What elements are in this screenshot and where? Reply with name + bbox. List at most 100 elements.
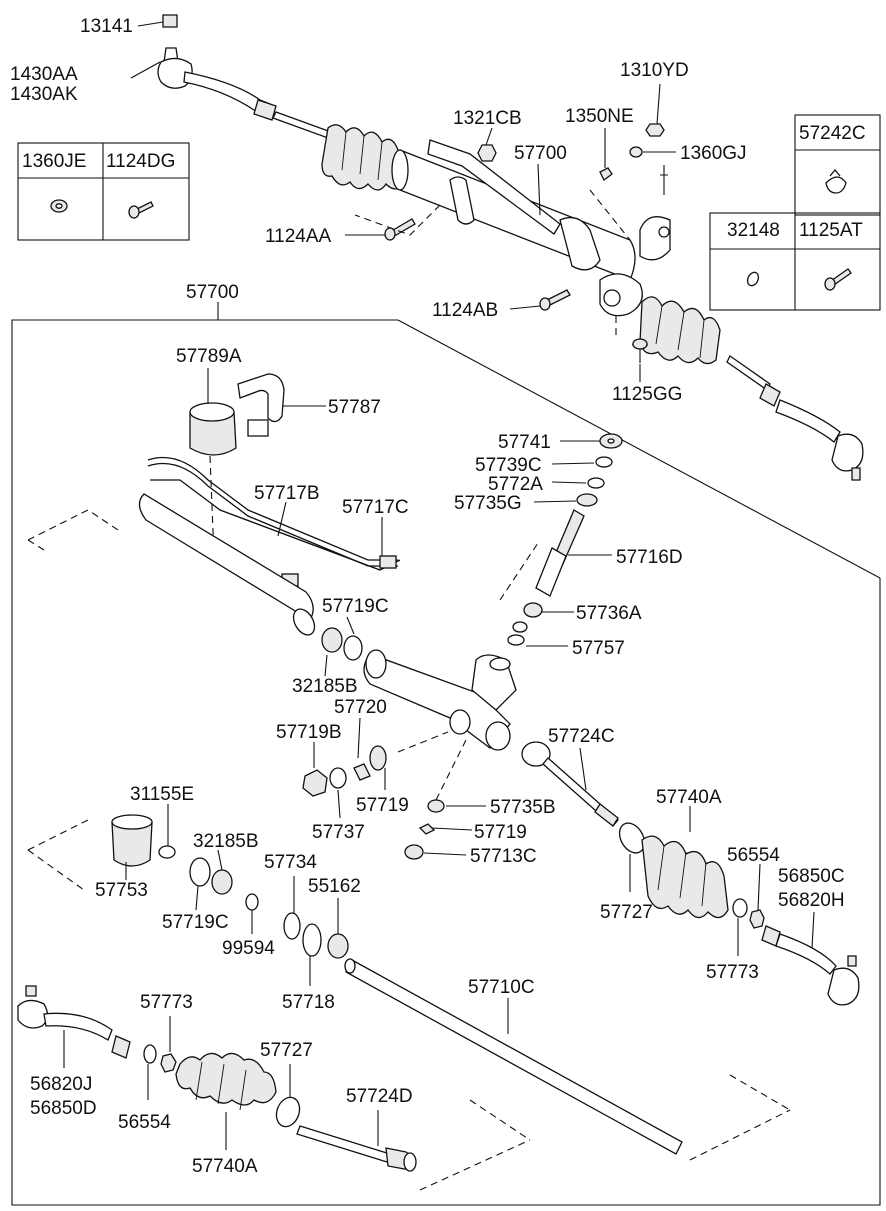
nut — [418, 823, 436, 835]
legend-32148: 32148 — [727, 220, 780, 241]
label-56554-b: 56554 — [118, 1112, 171, 1133]
label-57724C: 57724C — [548, 726, 615, 747]
clamp-icon — [825, 168, 847, 194]
inner-tie-rod-right — [521, 741, 619, 827]
bolt-icon — [632, 338, 648, 363]
upper-assembly — [130, 14, 864, 481]
label-57753: 57753 — [95, 880, 148, 901]
legend-57242C: 57242C — [799, 123, 866, 144]
label-57719C-a: 57719C — [322, 596, 389, 617]
bolt-icon — [384, 218, 416, 241]
legend-table-left: 1360JE 1124DG — [17, 142, 190, 241]
label-57789A: 57789A — [176, 346, 242, 367]
boot-right-lower — [641, 835, 729, 919]
label-1125GG: 1125GG — [612, 384, 682, 405]
o-ring-icon — [746, 271, 760, 287]
label-57716D: 57716D — [616, 547, 683, 568]
label-57713C: 57713C — [470, 846, 537, 867]
label-57773-a: 57773 — [706, 962, 759, 983]
label-57718: 57718 — [282, 992, 335, 1013]
seal — [576, 493, 598, 507]
plug — [427, 799, 445, 813]
bracket — [237, 373, 285, 437]
label-57700-main: 57700 — [186, 282, 239, 303]
lower-exploded-parts — [17, 368, 860, 1191]
label-57757: 57757 — [572, 638, 625, 659]
label-57727-b: 57727 — [260, 1040, 313, 1061]
label-57740A-a: 57740A — [656, 787, 722, 808]
o-ring — [189, 857, 211, 887]
legend-1124DG: 1124DG — [106, 151, 175, 172]
bolt-icon — [824, 268, 852, 291]
label-32185B-b: 32185B — [193, 831, 259, 852]
label-5772A: 5772A — [488, 474, 543, 495]
label-56850D: 56850D — [30, 1098, 97, 1119]
tie-rod-end-left-upper — [130, 14, 332, 139]
label-57710C: 57710C — [468, 977, 535, 998]
cap — [158, 845, 176, 859]
label-57719-b: 57719 — [474, 822, 527, 843]
label-99594: 99594 — [222, 938, 275, 959]
legend-table-right-top: 57242C — [794, 114, 881, 216]
washer-icon — [629, 146, 643, 158]
seal-ring — [321, 627, 343, 653]
label-57700-top: 57700 — [514, 143, 567, 164]
nut-icon — [50, 199, 68, 213]
bushing — [189, 402, 237, 456]
input-shaft — [535, 509, 585, 597]
boot-left-upper — [321, 124, 405, 191]
label-56820H: 56820H — [778, 890, 845, 911]
label-32185B-a: 32185B — [292, 676, 358, 697]
label-57719-a: 57719 — [356, 795, 409, 816]
snap-ring — [595, 456, 613, 468]
label-57740A-b: 57740A — [192, 1156, 258, 1177]
housing-tube — [138, 493, 316, 636]
label-1430AA: 1430AA — [10, 64, 78, 85]
clip — [732, 898, 748, 918]
clip — [143, 1044, 157, 1064]
label-1350NE: 1350NE — [565, 106, 634, 127]
boot-left-lower — [175, 1052, 277, 1111]
nut-icon — [477, 144, 497, 162]
bellow-small — [111, 814, 153, 867]
inner-tie-rod-left — [296, 1125, 417, 1172]
washer — [329, 767, 347, 789]
label-57727-a: 57727 — [600, 902, 653, 923]
ring — [507, 634, 525, 646]
o-ring — [343, 635, 363, 661]
outer-tie-rod-end-left — [17, 985, 131, 1059]
nut — [749, 909, 765, 929]
label-57773-b: 57773 — [140, 992, 193, 1013]
legend-1360JE: 1360JE — [22, 151, 86, 172]
label-56820J: 56820J — [30, 1074, 92, 1095]
label-1321CB: 1321CB — [453, 108, 522, 129]
rack-housing-upper — [391, 139, 671, 317]
spring — [353, 763, 371, 781]
outer-tie-rod-end-right — [761, 925, 860, 1006]
label-57741: 57741 — [498, 432, 551, 453]
label-1430AK: 1430AK — [10, 84, 78, 105]
label-57735G: 57735G — [454, 493, 522, 514]
valve-housing — [363, 649, 517, 751]
clip-icon — [599, 167, 613, 181]
label-55162: 55162 — [308, 876, 361, 897]
ring — [512, 621, 528, 633]
label-57736A: 57736A — [576, 603, 642, 624]
label-56554-a: 56554 — [727, 845, 780, 866]
nut — [160, 1053, 177, 1073]
seal-ring — [211, 869, 233, 895]
label-1124AB: 1124AB — [432, 300, 498, 321]
seal — [523, 602, 543, 618]
label-57717C: 57717C — [342, 497, 409, 518]
o-ring-small — [245, 893, 259, 911]
label-57719C-b: 57719C — [162, 912, 229, 933]
boot-right-upper — [639, 296, 721, 365]
tie-rod-end-right-upper — [726, 355, 864, 481]
screw — [404, 844, 424, 860]
label-57737: 57737 — [312, 822, 365, 843]
label-57787: 57787 — [328, 397, 381, 418]
label-57717B: 57717B — [254, 483, 320, 504]
main-assembly-frame — [11, 302, 881, 1206]
o-ring — [587, 477, 605, 489]
label-57734: 57734 — [264, 852, 317, 873]
